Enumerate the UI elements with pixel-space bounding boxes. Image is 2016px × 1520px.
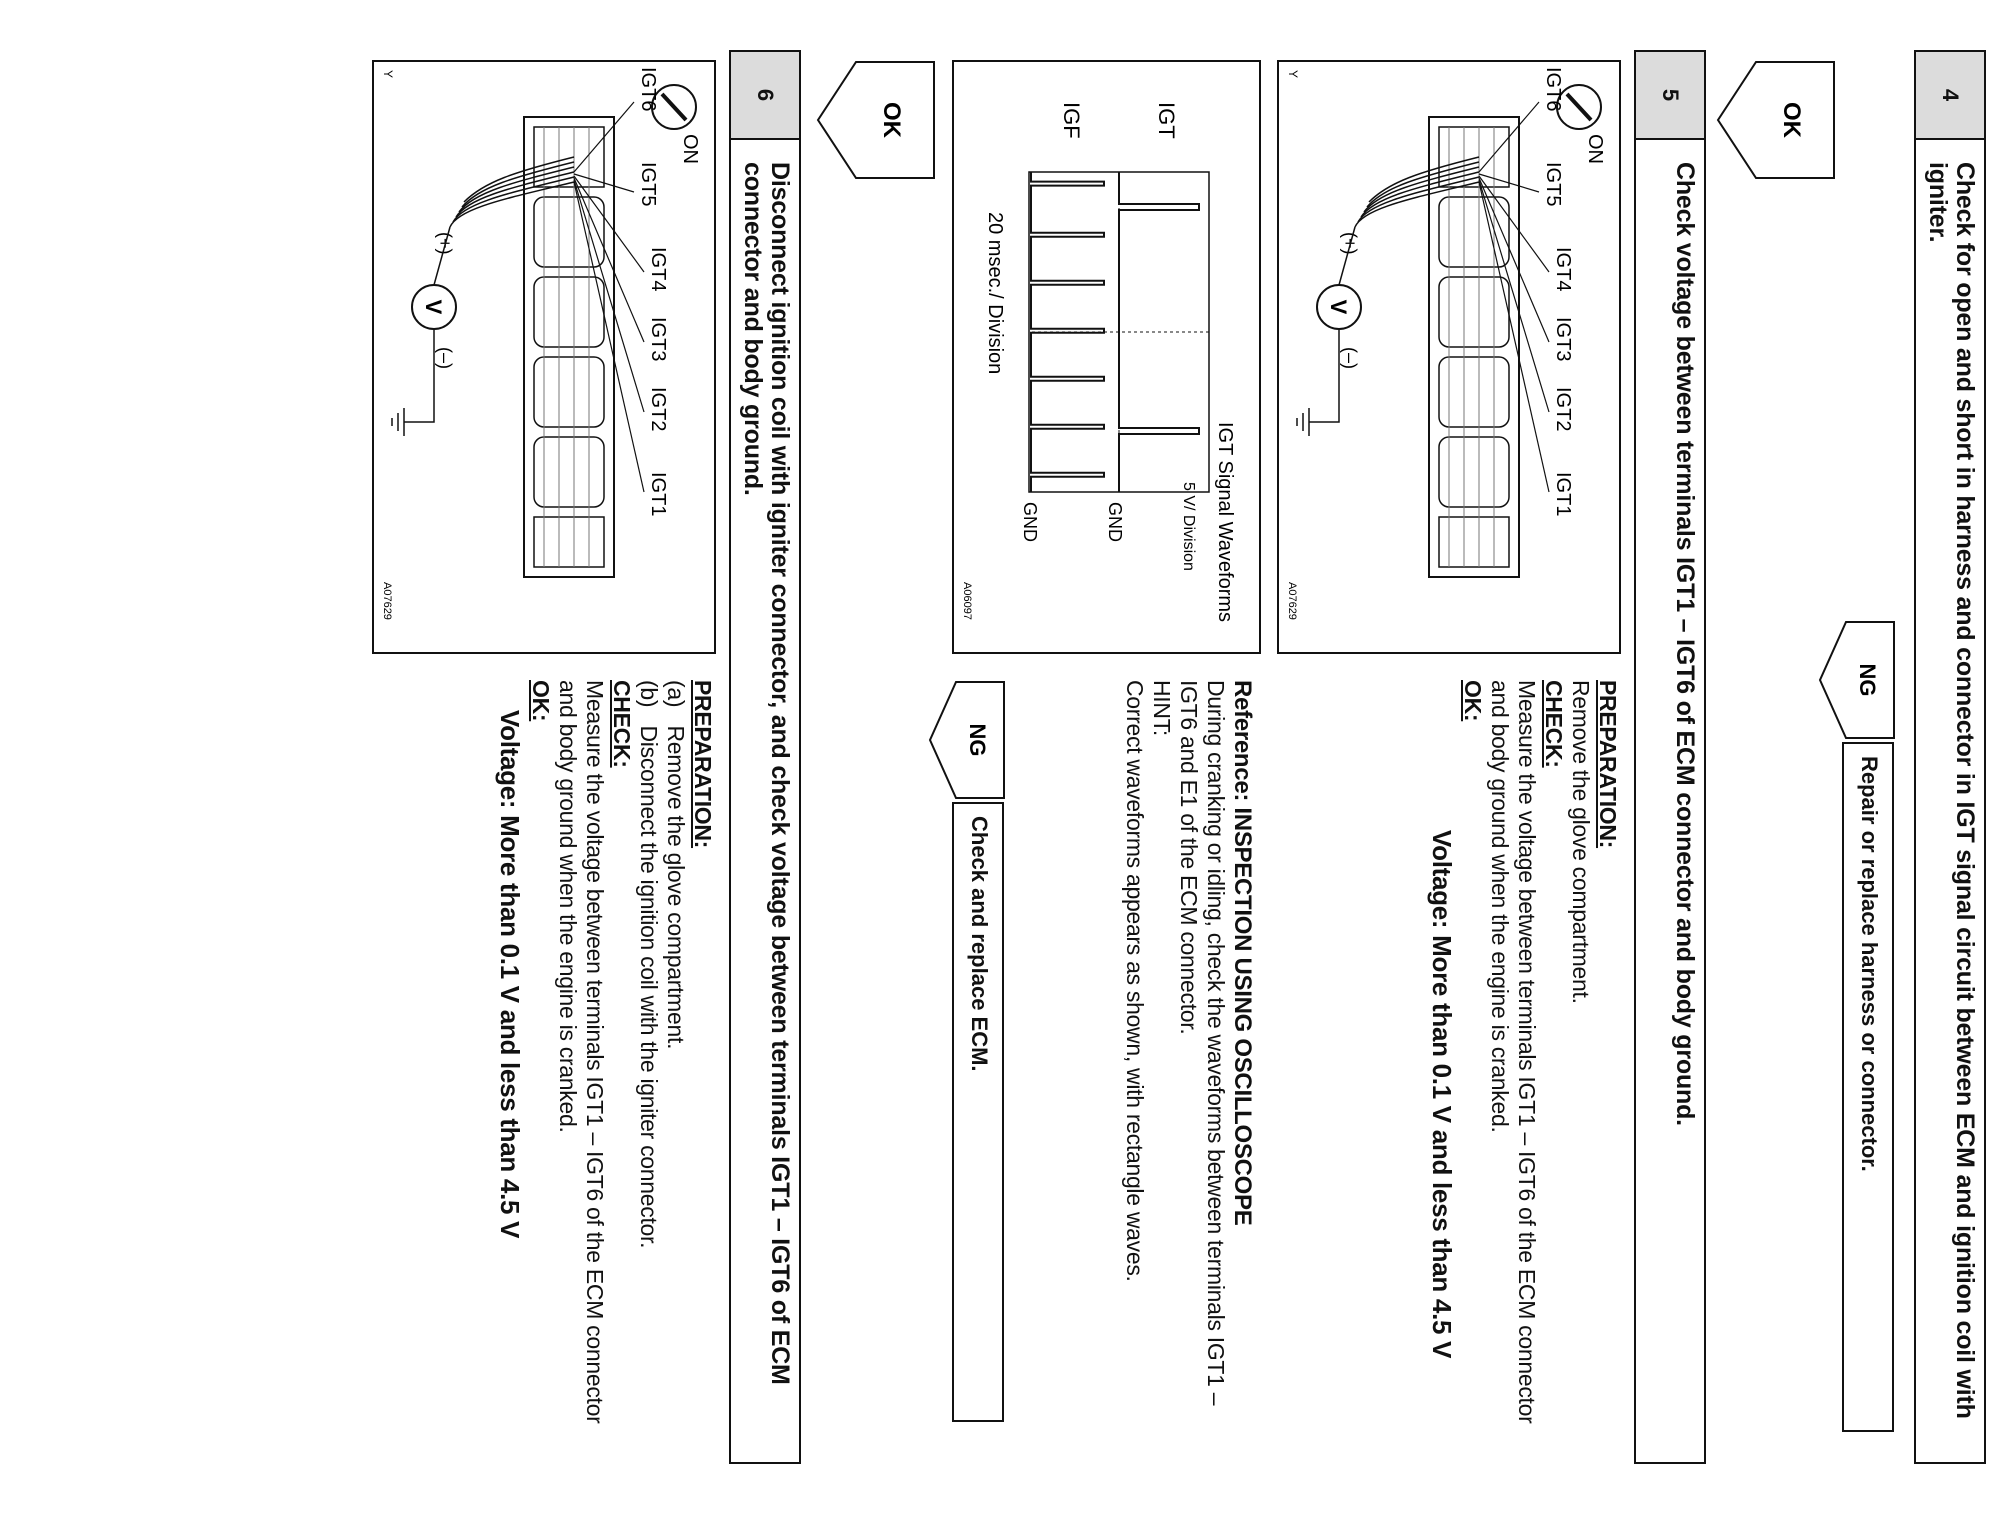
step-6-body: PREPARATION: (a) Remove the glove compar… <box>495 680 716 1460</box>
ok-value: Voltage: More than 0.1 V and less than 4… <box>1427 830 1457 1359</box>
ok-label: OK <box>878 102 905 139</box>
preparation-heading: PREPARATION: <box>690 680 716 849</box>
pin-label-igt6: IGT6 <box>637 67 659 111</box>
igt-trace <box>1118 172 1200 492</box>
reference-heading: Reference: INSPECTION USING OSCILLOSCOPE <box>1229 680 1256 1226</box>
ng-result-text: Repair or replace harness or connector. <box>1857 756 1882 1172</box>
pin-label-igt2: IGT2 <box>647 387 669 431</box>
prep-item-a: (a) Remove the glove compartment. <box>662 680 689 1460</box>
ng-arrow: NG <box>928 681 1005 799</box>
check-heading: CHECK: <box>609 680 635 768</box>
pin-label-igt5: IGT5 <box>637 162 659 206</box>
switch-label: ON <box>1584 134 1606 164</box>
preparation-heading: PREPARATION: <box>1595 680 1621 849</box>
igt-line <box>1118 172 1200 492</box>
meter-symbol: V <box>1326 300 1351 315</box>
reference-body: Reference: INSPECTION USING OSCILLOSCOPE… <box>1121 680 1256 1460</box>
corner-mark: Y <box>1286 70 1300 78</box>
ecm-connector-diagram: ON <box>1286 67 1606 620</box>
preparation-text: Remove the glove compartment. <box>1568 680 1594 1004</box>
pin-label-igt5: IGT5 <box>1542 162 1564 206</box>
prep-item-text: Disconnect the ignition coil with the ig… <box>636 725 662 1249</box>
ok-label: OK <box>1778 102 1805 139</box>
step-title: Check for open and short in harness and … <box>1924 162 1979 1419</box>
pin-label-igt4: IGT4 <box>1552 247 1574 291</box>
prep-item-label: (a) <box>663 680 689 708</box>
waveform-scale: 5 V/ Division <box>1180 482 1197 571</box>
step-6-header: 6 Disconnect ignition coil with igniter … <box>729 50 801 1464</box>
ecm-connector-diagram: ON <box>381 67 701 620</box>
step-number: 6 <box>731 52 799 140</box>
step-number: 4 <box>1916 52 1984 140</box>
pin-label-igt2: IGT2 <box>1552 387 1574 431</box>
ok-arrow: OK <box>1716 61 1835 179</box>
ng-label: NG <box>1855 664 1880 697</box>
hint-label: HINT: <box>1149 680 1175 737</box>
ng-result-text: Check and replace ECM. <box>967 816 992 1072</box>
prep-item-b: (b) Disconnect the ignition coil with th… <box>635 680 662 1460</box>
ok-arrow: OK <box>816 61 935 179</box>
gnd-label-2: GND <box>1020 502 1040 542</box>
step-5-body: PREPARATION: Remove the glove compartmen… <box>1427 680 1621 1460</box>
waveform-figure: IGT Signal Waveforms 5 V/ Division IGT I… <box>952 60 1261 654</box>
figure-code: A06097 <box>961 582 973 620</box>
check-heading: CHECK: <box>1541 680 1567 768</box>
ng-arrow: NG <box>1818 621 1895 739</box>
pin-label-igt1: IGT1 <box>647 472 669 516</box>
figure-code: A07629 <box>1286 582 1298 620</box>
check-text: Measure the voltage between terminals IG… <box>1487 680 1540 1424</box>
ground-icon <box>1296 408 1310 436</box>
prep-item-text: Remove the glove compartment. <box>663 725 689 1050</box>
figure-code: A07629 <box>381 582 393 620</box>
gnd-label-1: GND <box>1105 502 1125 542</box>
step-title: Disconnect ignition coil with igniter co… <box>739 162 794 1385</box>
hint-text: Correct waveforms appears as shown, with… <box>1122 680 1148 1282</box>
waveform-chart: IGT Signal Waveforms 5 V/ Division IGT I… <box>961 102 1236 622</box>
igf-trace <box>1030 172 1105 492</box>
ok-heading: OK: <box>528 680 554 722</box>
ng-result-box: Check and replace ECM. <box>952 802 1004 1422</box>
step-4-header: 4 Check for open and short in harness an… <box>1914 50 1986 1464</box>
pin-label-igt3: IGT3 <box>1552 317 1574 361</box>
corner-mark: Y <box>381 70 395 78</box>
connector-figure: ON <box>372 60 716 654</box>
pin-label-igt6: IGT6 <box>1542 67 1564 111</box>
ng-result-box: Repair or replace harness or connector. <box>1842 742 1894 1432</box>
meter-symbol: V <box>421 300 446 315</box>
pin-label-igt3: IGT3 <box>647 317 669 361</box>
meter-minus-label: (–) <box>1340 347 1360 369</box>
meter-minus-label: (–) <box>435 347 455 369</box>
connector-figure: ON <box>1277 60 1621 654</box>
ok-value: Voltage: More than 0.1 V and less than 4… <box>495 710 525 1239</box>
step-number: 5 <box>1636 52 1704 140</box>
ground-icon <box>391 408 405 436</box>
pin-label-igt1: IGT1 <box>1552 472 1574 516</box>
step-5-header: 5 Check voltage between terminals IGT1 –… <box>1634 50 1706 1464</box>
reference-text: During cranking or idling, check the wav… <box>1176 680 1229 1406</box>
step-title: Check voltage between terminals IGT1 – I… <box>1671 162 1699 1126</box>
pin-label-igt4: IGT4 <box>647 247 669 291</box>
switch-label: ON <box>679 134 701 164</box>
prep-item-label: (b) <box>636 680 662 708</box>
check-text: Measure the voltage between terminals IG… <box>555 680 608 1424</box>
timebase-label: 20 msec./ Division <box>984 212 1006 374</box>
igf-label: IGF <box>1059 102 1084 139</box>
igt-label: IGT <box>1154 102 1179 139</box>
waveform-title: IGT Signal Waveforms <box>1214 422 1236 622</box>
ng-label: NG <box>965 724 990 757</box>
ok-heading: OK: <box>1460 680 1486 722</box>
igf-line <box>1030 172 1105 492</box>
